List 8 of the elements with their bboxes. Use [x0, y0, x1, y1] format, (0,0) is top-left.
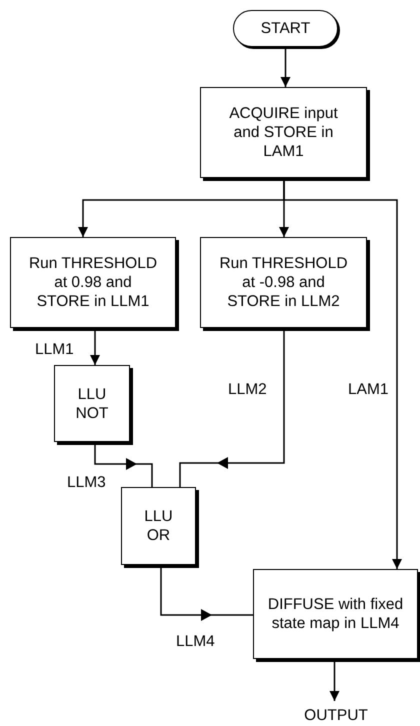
process-box: Run THRESHOLD at -0.98 and STORE in LLM2 — [200, 237, 367, 328]
process-box: ACQUIRE input and STORE in LAM1 — [200, 87, 367, 178]
process-box: LLU NOT — [54, 365, 130, 442]
process-box: LLU OR — [121, 487, 196, 565]
process-box: DIFFUSE with fixed state map in LLM4 — [253, 569, 418, 659]
output-text: OUTPUT — [304, 706, 368, 724]
process-box: Run THRESHOLD at 0.98 and STORE in LLM1 — [10, 237, 176, 328]
start-terminal: START — [233, 10, 338, 47]
